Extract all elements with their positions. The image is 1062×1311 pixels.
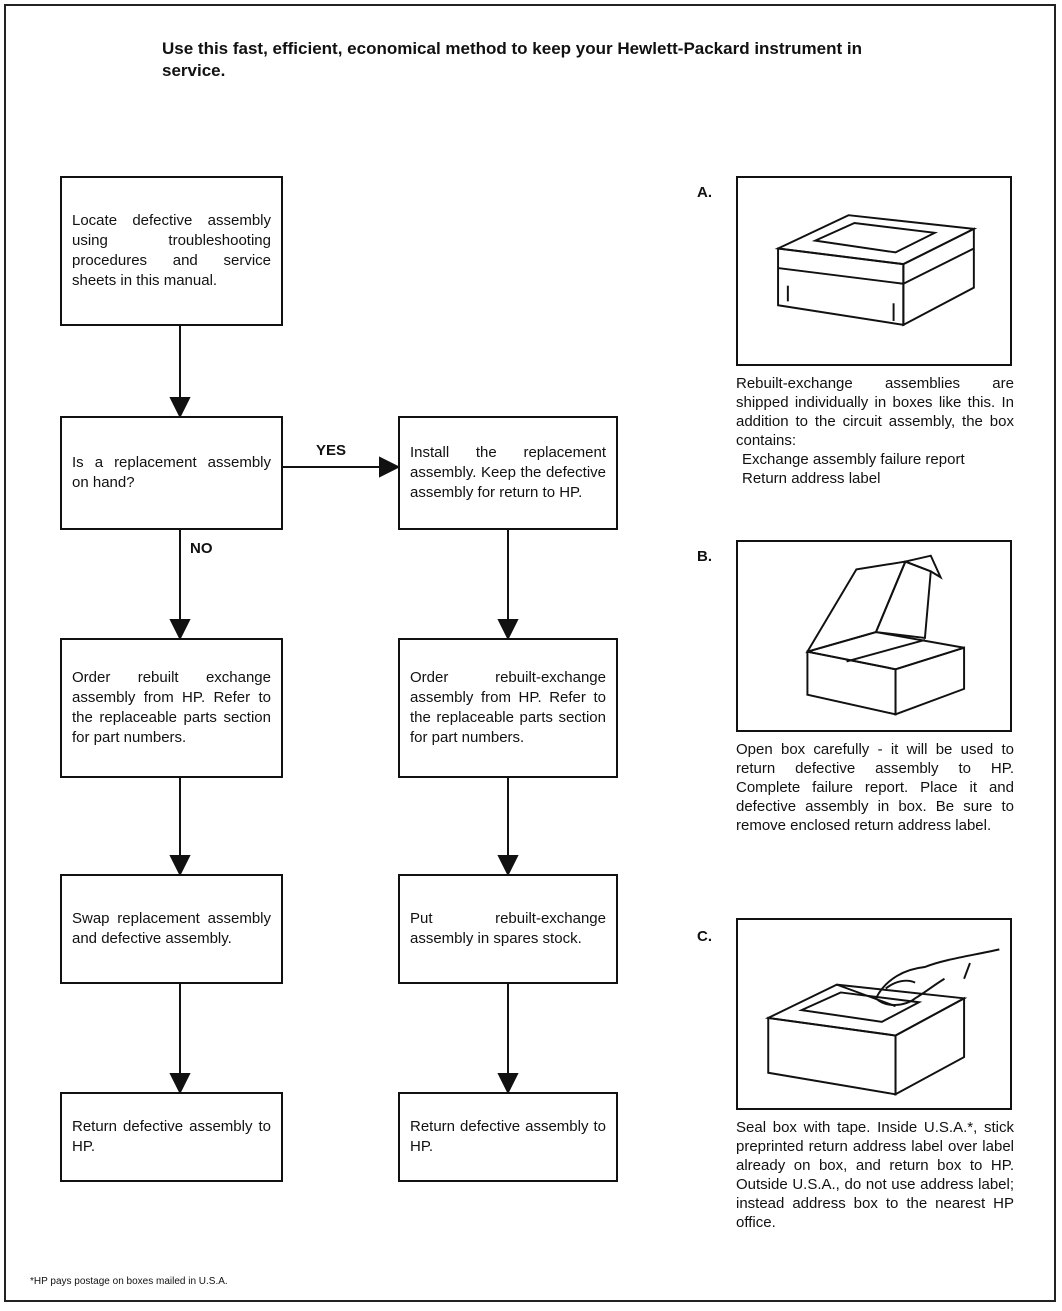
step-c-illustration (736, 918, 1012, 1110)
step-c-letter: C. (697, 928, 712, 945)
order-rebuilt-right-text: Order rebuilt-exchange assembly from HP.… (410, 669, 606, 746)
return-right-box: Return defective assembly to HP. (398, 1092, 618, 1182)
step-a-illustration (736, 176, 1012, 366)
sealing-box-icon (764, 948, 1000, 1096)
put-in-stock-text: Put rebuilt-exchange assembly in spares … (410, 910, 606, 947)
step-a-item: Return address label (742, 470, 881, 487)
order-rebuilt-left-text: Order rebuilt exchange assembly from HP.… (72, 669, 271, 746)
locate-defective-box: Locate defective assembly using troubles… (60, 176, 283, 326)
step-b-illustration (736, 540, 1012, 732)
step-a-letter: A. (697, 184, 712, 201)
put-in-stock-box: Put rebuilt-exchange assembly in spares … (398, 874, 618, 984)
return-left-text: Return defective assembly to HP. (72, 1118, 271, 1155)
install-replacement-text: Install the replacement assembly. Keep t… (410, 444, 606, 501)
return-left-box: Return defective assembly to HP. (60, 1092, 283, 1182)
return-right-text: Return defective assembly to HP. (410, 1118, 606, 1155)
swap-assembly-text: Swap replacement assembly and defective … (72, 910, 271, 947)
page-frame (4, 4, 1056, 1302)
footnote: *HP pays postage on boxes mailed in U.S.… (30, 1276, 228, 1287)
step-c-caption: Seal box with tape. Inside U.S.A.*, stic… (736, 1119, 1014, 1231)
install-replacement-box: Install the replacement assembly. Keep t… (398, 416, 618, 530)
open-box-icon (805, 554, 966, 716)
order-rebuilt-right-box: Order rebuilt-exchange assembly from HP.… (398, 638, 618, 778)
step-a-item: Exchange assembly failure report (742, 451, 965, 468)
step-b-letter: B. (697, 548, 712, 565)
page-heading: Use this fast, efficient, economical met… (162, 39, 862, 80)
step-a-caption: Rebuilt-exchange assemblies are shipped … (736, 374, 1014, 488)
order-rebuilt-left-box: Order rebuilt exchange assembly from HP.… (60, 638, 283, 778)
locate-defective-text: Locate defective assembly using troubles… (72, 212, 271, 289)
swap-assembly-box: Swap replacement assembly and defective … (60, 874, 283, 984)
step-a-caption-text: Rebuilt-exchange assemblies are shipped … (736, 375, 1014, 449)
yes-label: YES (316, 442, 347, 459)
closed-box-icon (774, 214, 978, 327)
step-b-caption: Open box carefully - it will be used to … (736, 741, 1014, 834)
no-label: NO (190, 540, 213, 557)
replacement-question-box: Is a replacement assembly on hand? (60, 416, 283, 530)
replacement-question-text: Is a replacement assembly on hand? (72, 454, 271, 491)
